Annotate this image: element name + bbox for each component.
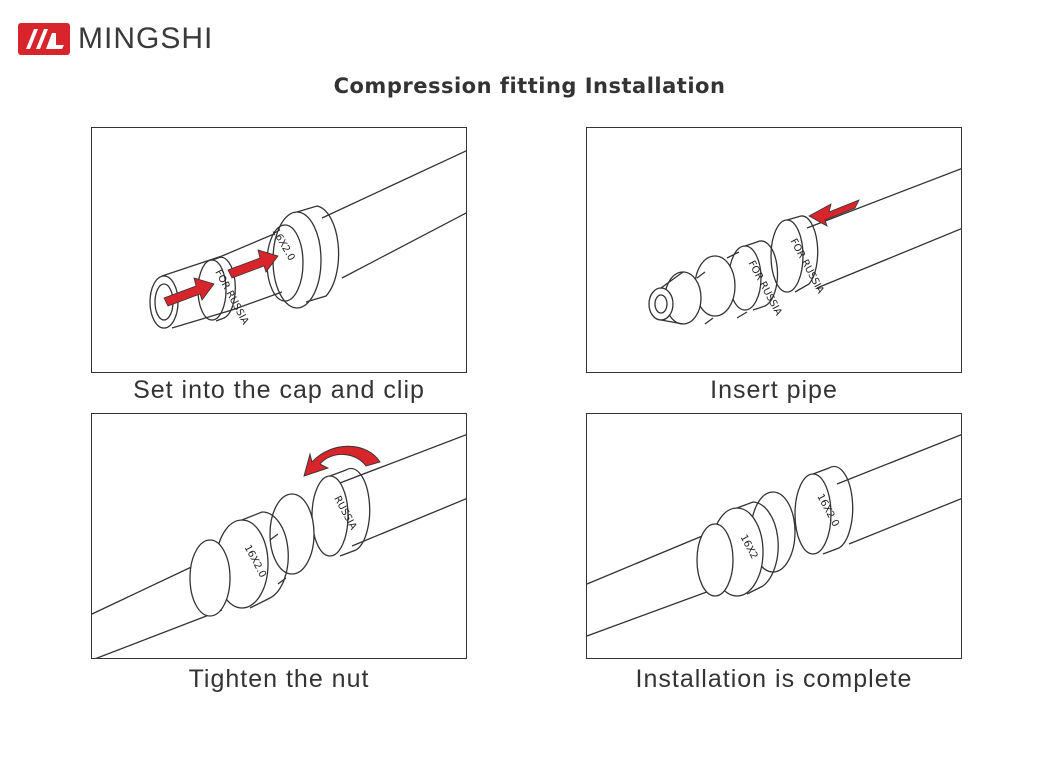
brand-logo: MINGSHI (18, 22, 213, 56)
step-3-illustration: RUSSIA 16X2.0 (91, 413, 467, 659)
step-3-caption: Tighten the nut (188, 665, 370, 693)
mingshi-logo-icon (18, 23, 70, 55)
step-2-caption: Insert pipe (710, 376, 838, 404)
insert-arrow-icon (163, 249, 279, 307)
page-title: Compression fitting Installation (333, 74, 726, 98)
brand-name: MINGSHI (78, 22, 214, 55)
rotate-arrow-icon (303, 445, 381, 477)
step-4-illustration: 16X2.0 16X2 (586, 413, 962, 659)
step-4-caption: Installation is complete (635, 665, 913, 693)
insert-arrow-icon (808, 199, 860, 227)
step-2-illustration: FOR RUSSIA FOR RUSSIA (586, 127, 962, 373)
step-1-illustration: 16X2.0 FOR RUSSIA (91, 127, 467, 373)
step-1-caption: Set into the cap and clip (133, 376, 425, 404)
